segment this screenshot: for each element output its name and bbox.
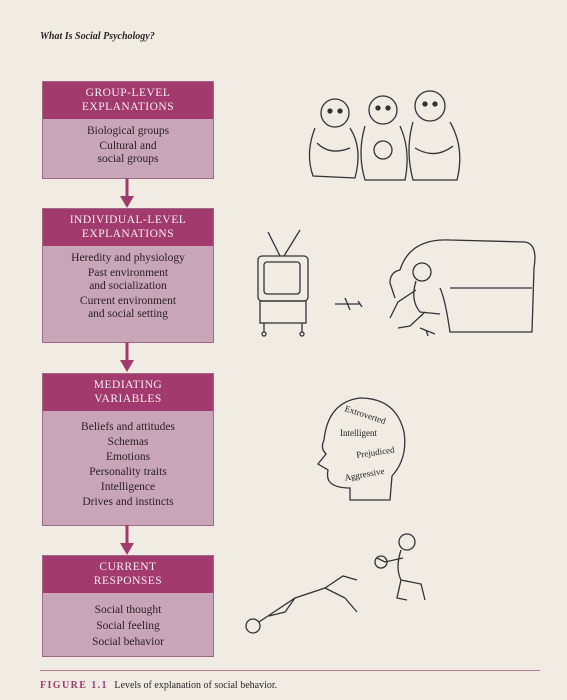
box-title-line: EXPLANATIONS: [47, 100, 209, 114]
box-item: Heredity and physiology: [43, 252, 213, 265]
head-word: Aggressive: [344, 466, 386, 483]
box-item: Current environment: [43, 295, 213, 308]
head-word: Intelligent: [340, 428, 377, 438]
box-item: Beliefs and attitudes: [43, 420, 213, 435]
down-arrow-icon: [120, 525, 134, 555]
box-item: Drives and instincts: [43, 495, 213, 510]
box-item: Intelligence: [43, 480, 213, 495]
figure-label: FIGURE 1.1: [40, 680, 108, 691]
box-item: Cultural and: [43, 140, 213, 153]
box-item: Schemas: [43, 435, 213, 450]
mediating-variables-box: MEDIATING VARIABLES Beliefs and attitude…: [42, 373, 214, 526]
individual-level-box: INDIVIDUAL-LEVEL EXPLANATIONS Heredity a…: [42, 208, 214, 343]
page-header: What Is Social Psychology?: [40, 31, 155, 42]
box-title-line: RESPONSES: [47, 574, 209, 588]
box-item: Social behavior: [43, 634, 213, 650]
box-item: Past environment: [43, 267, 213, 280]
box-item: and socialization: [43, 280, 213, 293]
fallen-person-illustration: [225, 528, 475, 638]
head-word: Prejudiced: [356, 445, 396, 460]
box-title-line: MEDIATING: [47, 378, 209, 392]
tv-sofa-illustration: [250, 228, 540, 348]
group-level-box: GROUP-LEVEL EXPLANATIONS Biological grou…: [42, 81, 214, 179]
box-item: Social thought: [43, 602, 213, 618]
figure-caption: FIGURE 1.1 Levels of explanation of soci…: [40, 680, 277, 691]
monkeys-illustration: [295, 88, 475, 188]
box-title-line: GROUP-LEVEL: [47, 86, 209, 100]
box-title: INDIVIDUAL-LEVEL EXPLANATIONS: [43, 209, 213, 246]
box-title-line: VARIABLES: [47, 392, 209, 406]
box-item: Emotions: [43, 450, 213, 465]
down-arrow-icon: [120, 342, 134, 372]
box-title: CURRENT RESPONSES: [43, 556, 213, 593]
box-item: and social setting: [43, 308, 213, 321]
box-title: MEDIATING VARIABLES: [43, 374, 213, 411]
box-title-line: EXPLANATIONS: [47, 227, 209, 241]
current-responses-box: CURRENT RESPONSES Social thought Social …: [42, 555, 214, 657]
box-body: Biological groups Cultural and social gr…: [43, 119, 213, 170]
box-item: Social feeling: [43, 618, 213, 634]
box-body: Beliefs and attitudes Schemas Emotions P…: [43, 411, 213, 514]
head-traits-illustration: Extroverted Intelligent Prejudiced Aggre…: [300, 392, 420, 507]
box-item: Personality traits: [43, 465, 213, 480]
head-word: Extroverted: [344, 403, 388, 426]
box-title-line: CURRENT: [47, 560, 209, 574]
box-item: Biological groups: [43, 125, 213, 138]
down-arrow-icon: [120, 178, 134, 208]
box-body: Heredity and physiology Past environment…: [43, 246, 213, 325]
box-item: social groups: [43, 153, 213, 166]
box-title: GROUP-LEVEL EXPLANATIONS: [43, 82, 213, 119]
box-title-line: INDIVIDUAL-LEVEL: [47, 213, 209, 227]
caption-divider: [40, 670, 540, 671]
box-body: Social thought Social feeling Social beh…: [43, 593, 213, 654]
figure-caption-text: Levels of explanation of social behavior…: [114, 680, 277, 691]
